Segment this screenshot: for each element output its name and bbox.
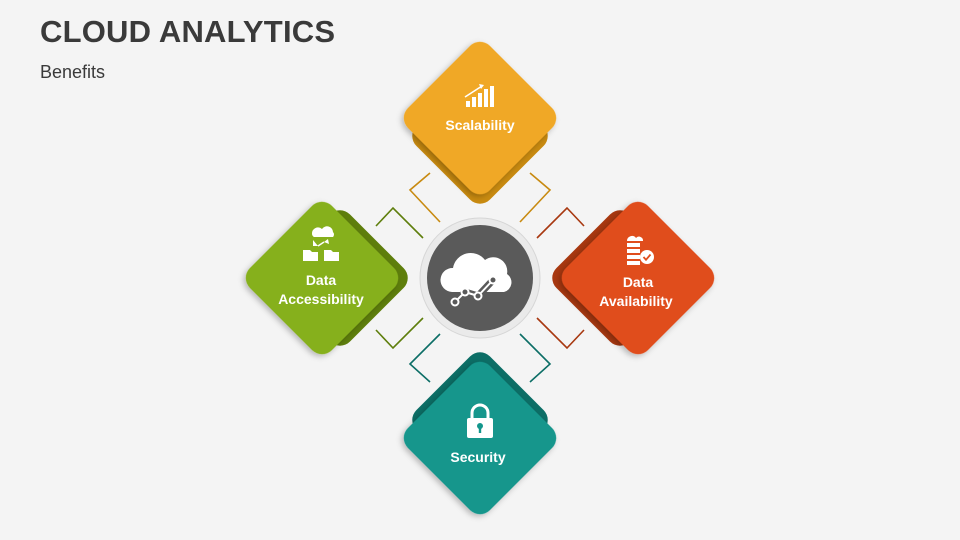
- node-scalability: Scalability: [403, 41, 557, 204]
- bar-chart-icon: [464, 84, 494, 107]
- node-data-accessibility: Data Accessibility: [245, 201, 408, 355]
- security-label: Security: [450, 449, 505, 465]
- scalability-diamond: [403, 41, 557, 195]
- connector-bottom-right: [519, 333, 552, 383]
- connector-top-left: [408, 172, 441, 223]
- connector-left-top: [375, 206, 424, 239]
- connector-top-right: [519, 172, 552, 223]
- connector-right-bottom: [536, 317, 585, 350]
- data-accessibility-diamond: [245, 201, 399, 355]
- node-security: Security: [403, 352, 557, 515]
- connectors: [375, 172, 585, 383]
- page-title: CLOUD ANALYTICS: [40, 14, 336, 49]
- data-accessibility-label-line2: Accessibility: [278, 291, 364, 307]
- data-availability-label-line1: Data: [623, 274, 654, 290]
- page-subtitle: Benefits: [40, 62, 106, 82]
- node-data-availability: Data Availability: [552, 201, 715, 355]
- data-availability-diamond: [561, 201, 715, 355]
- cloud-analytics-icon: [440, 252, 512, 307]
- scalability-label: Scalability: [445, 117, 514, 133]
- cloud-folders-icon: [303, 226, 339, 261]
- connector-bottom-left: [408, 333, 441, 383]
- connector-left-bottom: [375, 317, 424, 350]
- center-hub: [419, 217, 541, 339]
- data-availability-label-line2: Availability: [599, 293, 673, 309]
- data-accessibility-label-line1: Data: [306, 272, 337, 288]
- server-check-icon: [627, 235, 654, 265]
- lock-icon: [467, 403, 493, 438]
- connector-right-top: [536, 206, 585, 239]
